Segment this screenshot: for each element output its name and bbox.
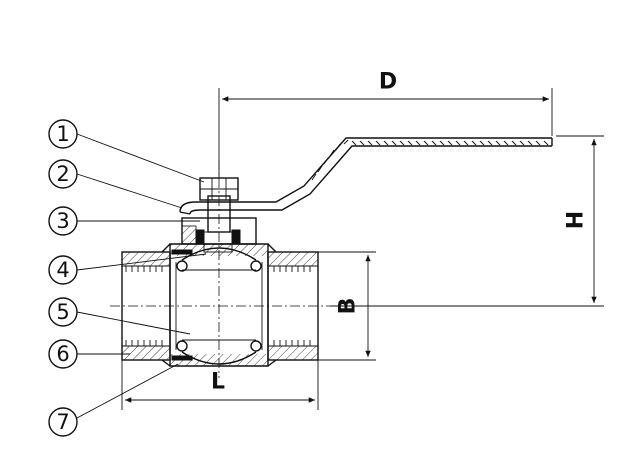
callout-2: 2	[48, 159, 183, 209]
callout-number: 7	[56, 410, 69, 434]
lever-handle	[179, 137, 553, 215]
valve-body	[110, 137, 553, 378]
callout-number: 1	[56, 122, 69, 146]
right-end-connection	[267, 251, 319, 361]
dimension-label-H: H	[564, 211, 589, 229]
callout-3: 3	[48, 206, 200, 236]
bottom-seal	[171, 355, 193, 361]
seat-rings	[176, 260, 262, 352]
callout-number: 6	[56, 342, 69, 366]
callout-number: 3	[56, 209, 69, 233]
stem-housing	[171, 217, 257, 255]
callout-1: 1	[48, 119, 205, 183]
callout-5: 5	[48, 297, 191, 335]
callout-7: 7	[48, 363, 179, 437]
callout-4: 4	[48, 253, 207, 285]
dimension-H: H	[330, 135, 604, 307]
dimension-label-L: L	[211, 370, 225, 395]
callout-number: 4	[56, 258, 69, 282]
dimension-label-D: D	[379, 70, 397, 95]
dimension-L: L	[121, 360, 319, 410]
dimension-D: D	[218, 70, 553, 178]
callout-6: 6	[48, 339, 130, 369]
dimension-B: B	[318, 251, 376, 361]
callout-number: 2	[56, 162, 69, 186]
callout-number: 5	[56, 300, 69, 324]
dimension-label-B: B	[336, 298, 361, 315]
